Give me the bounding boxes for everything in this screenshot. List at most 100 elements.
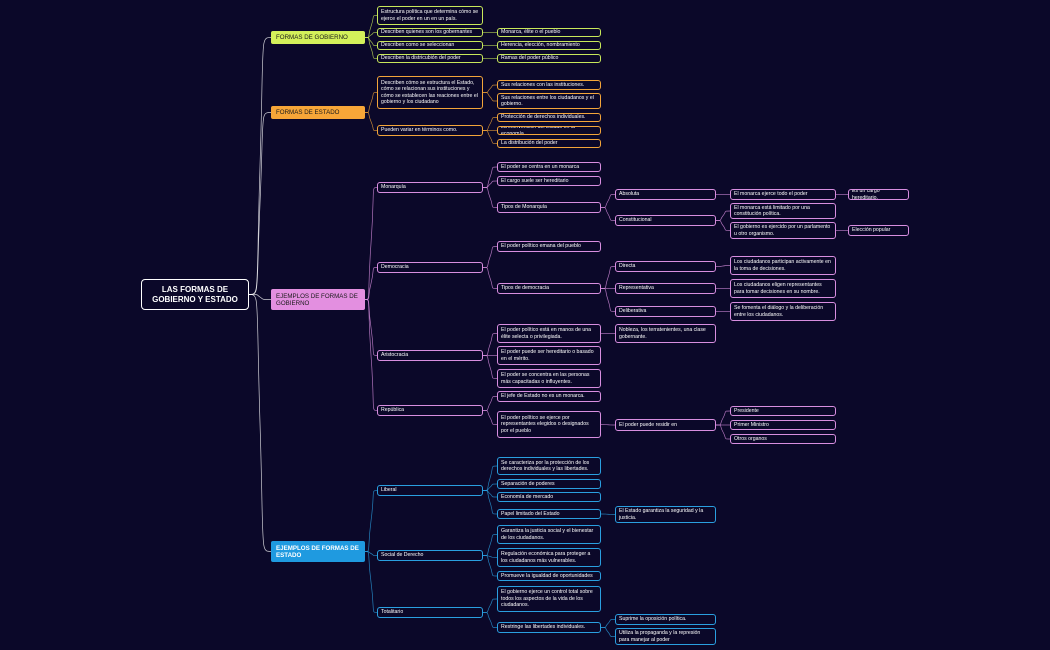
democracia-deliberativa[interactable]: Deliberativa [615, 306, 716, 317]
directa-descripcion[interactable]: Los ciudadanos participan activamente en… [730, 256, 836, 275]
connector [715, 210, 731, 221]
connector [482, 355, 498, 379]
estado-social-derecho[interactable]: Social de Derecho [377, 550, 483, 561]
fg-quienes[interactable]: Describen quienes son los gobernantes [377, 28, 483, 37]
connector [482, 410, 498, 425]
fg-como[interactable]: Describen como se seleccionan [377, 41, 483, 50]
connector [600, 627, 616, 637]
social-regulacion[interactable]: Regulación económica para proteger a los… [497, 548, 601, 567]
connector [715, 424, 731, 440]
democracia-directa[interactable]: Directa [615, 261, 716, 272]
fe-proteccion-derechos[interactable]: Protección de derechos individuales. [497, 113, 601, 122]
otros-organos[interactable]: Otros organos [730, 434, 836, 444]
aristocracia-capacitadas[interactable]: El poder se concentra en las personas má… [497, 369, 601, 388]
aristocracia-elite[interactable]: El poder político está en manos de una é… [497, 324, 601, 343]
estado-totalitario[interactable]: Totalitario [377, 607, 483, 618]
totalitario-restringe[interactable]: Restringe las libertades individuales. [497, 622, 601, 633]
fg-distribucion-valor[interactable]: Ramas del poder público [497, 54, 601, 63]
representativa-descripcion[interactable]: Los ciudadanos eligen representantes par… [730, 279, 836, 298]
totalitario-propaganda[interactable]: Utiliza la propaganda y la represión par… [615, 628, 716, 645]
connector [364, 551, 378, 613]
fe-relacion-instituciones[interactable]: Sus relaciones con las instituciones. [497, 80, 601, 90]
primer-ministro[interactable]: Primer Ministro [730, 420, 836, 430]
root-topic[interactable]: LAS FORMAS DE GOBIERNO Y ESTADO [141, 279, 249, 310]
fg-distribucion[interactable]: Describen la districubión del poder [377, 54, 483, 63]
connector [482, 598, 498, 613]
social-igualdad[interactable]: Promueve la igualdad de oportunidades [497, 571, 601, 581]
fg-como-valor[interactable]: Herencia, elección, nombramiento [497, 41, 601, 50]
constitucional-limitado[interactable]: El monarca está limitado por una constit… [730, 203, 836, 219]
connector [364, 37, 378, 59]
constitucional-parlamento[interactable]: El gobierno es ejercido por un parlament… [730, 222, 836, 239]
connector [482, 187, 498, 208]
monarquia-constitucional[interactable]: Constitucional [615, 215, 716, 226]
democracia[interactable]: Democracia [377, 262, 483, 273]
formas-de-estado-topic[interactable]: FORMAS DE ESTADO [271, 106, 365, 119]
connector [600, 424, 616, 426]
liberal-papel-limitado[interactable]: Papel limitado del Estado [497, 509, 601, 519]
democracia-representativa[interactable]: Representativa [615, 283, 716, 294]
totalitario-suprime-oposicion[interactable]: Suprime la oposición política. [615, 614, 716, 625]
deliberativa-descripcion[interactable]: Se fomenta el diálogo y la deliberación … [730, 302, 836, 321]
fe-definicion[interactable]: Describen cómo se estructura el Estado, … [377, 76, 483, 109]
absoluta-descripcion[interactable]: El monarca ejerce todo el poder [730, 189, 836, 200]
connector [364, 299, 378, 356]
fg-definicion[interactable]: Estructura política que determina cómo s… [377, 6, 483, 25]
aristocracia[interactable]: Aristocracia [377, 350, 483, 361]
totalitario-control[interactable]: El gobierno ejerce un control total sobr… [497, 586, 601, 612]
connector [482, 267, 498, 289]
republica[interactable]: República [377, 405, 483, 416]
connector [364, 32, 378, 38]
democracia-pueblo[interactable]: El poder político emana del pueblo [497, 241, 601, 252]
social-justicia[interactable]: Garantiza la justicia social y el bienes… [497, 525, 601, 544]
connector [364, 551, 378, 556]
absoluta-hereditario[interactable]: Es un cargo hereditario. [848, 189, 909, 200]
aristocracia-hereditario[interactable]: El poder puede ser hereditario o basado … [497, 346, 601, 365]
formas-de-gobierno-topic[interactable]: FORMAS DE GOBIERNO [271, 31, 365, 44]
liberal-separacion-poderes[interactable]: Separación de poderes [497, 479, 601, 489]
connector [364, 187, 378, 300]
tipos-democracia[interactable]: Tipos de democracia [497, 283, 601, 294]
connector [364, 299, 378, 411]
fe-distribucion-poder[interactable]: La distribución del poder [497, 139, 601, 148]
fe-pueden-variar[interactable]: Pueden variar en términos como. [377, 125, 483, 136]
monarquia-absoluta[interactable]: Absoluta [615, 189, 716, 200]
connector [248, 112, 272, 295]
connector [600, 513, 616, 515]
connector [482, 534, 498, 556]
ejemplos-estado-topic[interactable]: EJEMPLOS DE FORMAS DE ESTADO [271, 541, 365, 562]
connector [482, 92, 498, 102]
connector [482, 246, 498, 268]
connector [715, 265, 731, 267]
fe-relacion-ciudadanos[interactable]: Sus relaciones entre los ciudadanos y el… [497, 93, 601, 109]
fg-quienes-valor[interactable]: Monarca, élite o el pueblo [497, 28, 601, 37]
republica-representantes[interactable]: El poder político se ejerce por represen… [497, 411, 601, 438]
connector [482, 396, 498, 411]
fe-intervencion-economia[interactable]: La intervención del Estado en la economí… [497, 126, 601, 135]
tipos-monarquia[interactable]: Tipos de Monarquía [497, 202, 601, 213]
liberal-economia-mercado[interactable]: Economía de mercado [497, 492, 601, 502]
monarquia-centro[interactable]: El poder se centra en un monarca [497, 162, 601, 172]
connector [248, 37, 272, 295]
connector [248, 294, 272, 552]
connector [364, 92, 378, 113]
ejemplos-gobierno-topic[interactable]: EJEMPLOS DE FORMAS DE GOBIERNO [271, 289, 365, 310]
liberal-derechos[interactable]: Se caracteriza por la protección de los … [497, 457, 601, 475]
connector [482, 490, 498, 498]
republica-poder-reside[interactable]: El poder puede residir en [615, 419, 716, 431]
presidente[interactable]: Presidente [730, 406, 836, 416]
connector [364, 37, 378, 46]
aristocracia-nobleza[interactable]: Nobleza, los terratenientes, una clase g… [615, 324, 716, 343]
connector [364, 112, 378, 131]
estado-liberal[interactable]: Liberal [377, 485, 483, 496]
connector [482, 490, 498, 515]
monarquia-hereditario[interactable]: El cargo suele ser hereditario [497, 176, 601, 186]
connector [364, 490, 378, 552]
connector [482, 180, 498, 188]
eleccion-popular[interactable]: Elección popular [848, 225, 909, 236]
monarquia[interactable]: Monarquía [377, 182, 483, 193]
republica-jefe-estado[interactable]: El jefe de Estado no es un monarca. [497, 391, 601, 402]
connector [715, 220, 731, 231]
liberal-seguridad-justicia[interactable]: El Estado garantiza la seguridad y la ju… [615, 506, 716, 523]
